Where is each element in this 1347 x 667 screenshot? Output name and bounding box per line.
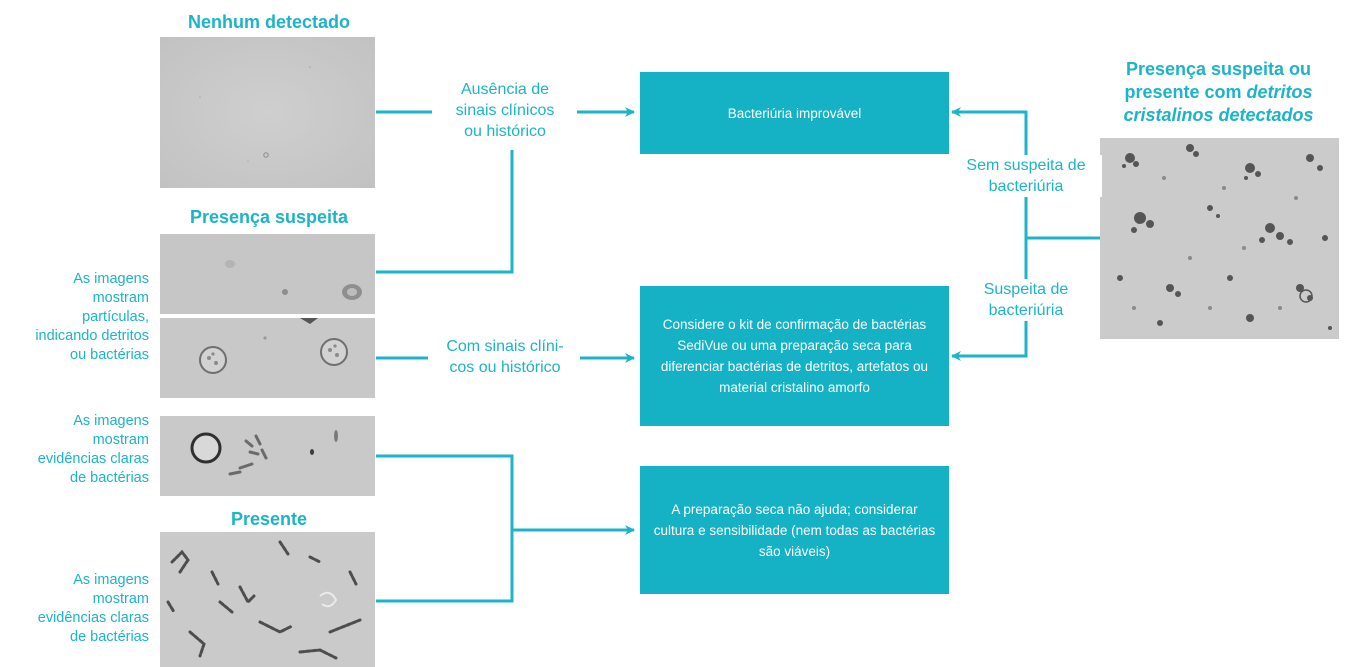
side-label-particles: As imagens mostram partículas, indicando…	[0, 270, 149, 365]
micrograph-suspected-2	[160, 318, 375, 398]
heading-right-line2-normal: presente com	[1124, 82, 1247, 102]
edge-label-line: sinais clínicos	[455, 102, 555, 119]
edge-label-no-signs: Ausência de sinais clínicos ou histórico	[430, 79, 580, 142]
edge-label-line: Ausência de	[460, 81, 550, 98]
micrograph-evidence	[160, 416, 375, 496]
heading-right-line1: Presença suspeita ou	[1125, 59, 1312, 79]
side-label-particles-line: ou bactérias	[70, 347, 149, 363]
micrograph-suspected-1	[160, 234, 375, 314]
micrograph-present	[160, 532, 375, 667]
result-box-confirm: Considere o kit de confirmação de bactér…	[640, 286, 949, 426]
side-label-evidence-line: de bactérias	[70, 629, 149, 645]
side-label-particles-line: mostram	[92, 290, 149, 306]
heading-right-line2: presente com detritos	[1090, 81, 1347, 104]
side-label-evidence-line: As imagens	[73, 572, 149, 588]
side-label-particles-line: partículas,	[82, 309, 149, 325]
connector-to-confirm	[951, 238, 1028, 361]
edge-label-line: cos ou histórico	[449, 359, 561, 376]
result-box-unlikely: Bacteriúria improvável	[640, 72, 949, 154]
edge-label-line: ou histórico	[464, 123, 546, 140]
edge-label-line: Com sinais clíni-	[446, 338, 564, 355]
heading-right-line2-italic: detritos	[1246, 82, 1313, 102]
edge-label-suspicion: Suspeita de bacteriúria	[960, 279, 1092, 321]
heading-crystalline-debris: Presença suspeita ou presente com detrit…	[1090, 58, 1347, 127]
edge-label-line: bacteriúria	[988, 178, 1064, 195]
heading-none-detected: Nenhum detectado	[187, 12, 351, 32]
side-label-particles-line: As imagens	[73, 271, 149, 287]
result-box-confirm-text: Considere o kit de confirmação de bactér…	[660, 317, 929, 395]
heading-suspected: Presença suspeita	[189, 207, 349, 227]
side-label-evidence-line: mostram	[92, 591, 149, 607]
result-box-culture: A preparação seca não ajuda; considerar …	[640, 466, 949, 594]
heading-right-line3-italic: cristalinos detectados	[1123, 105, 1314, 125]
side-label-evidence-line: evidências claras	[37, 610, 149, 626]
side-label-evidence-2: As imagens mostram evidências claras de …	[0, 571, 149, 647]
connector-evidence-to-culture	[376, 454, 514, 603]
heading-right-line3: cristalinos detectados	[1090, 104, 1347, 127]
edge-label-line: bacteriúria	[988, 302, 1064, 319]
edge-label-line: Suspeita de	[983, 281, 1069, 298]
side-label-evidence-line: de bactérias	[70, 470, 149, 486]
micrograph-crystalline-debris	[1100, 138, 1339, 339]
heading-present: Presente	[230, 509, 308, 529]
micrograph-none-detected	[160, 37, 375, 188]
edge-label-no-suspicion: Sem suspeita de bacteriúria	[950, 155, 1102, 197]
side-label-evidence-line: As imagens	[73, 413, 149, 429]
side-label-evidence-line: evidências claras	[37, 451, 149, 467]
result-box-culture-text: A preparação seca não ajuda; considerar …	[653, 501, 936, 559]
side-label-evidence-line: mostram	[92, 432, 149, 448]
side-label-evidence-1: As imagens mostram evidências claras de …	[0, 412, 149, 488]
side-label-particles-line: indicando detritos	[35, 328, 149, 344]
result-box-unlikely-text: Bacteriúria improvável	[727, 105, 862, 121]
edge-label-line: Sem suspeita de	[966, 157, 1086, 174]
connector-suspected-up	[376, 150, 514, 274]
edge-label-with-signs: Com sinais clíni- cos ou histórico	[428, 336, 582, 378]
